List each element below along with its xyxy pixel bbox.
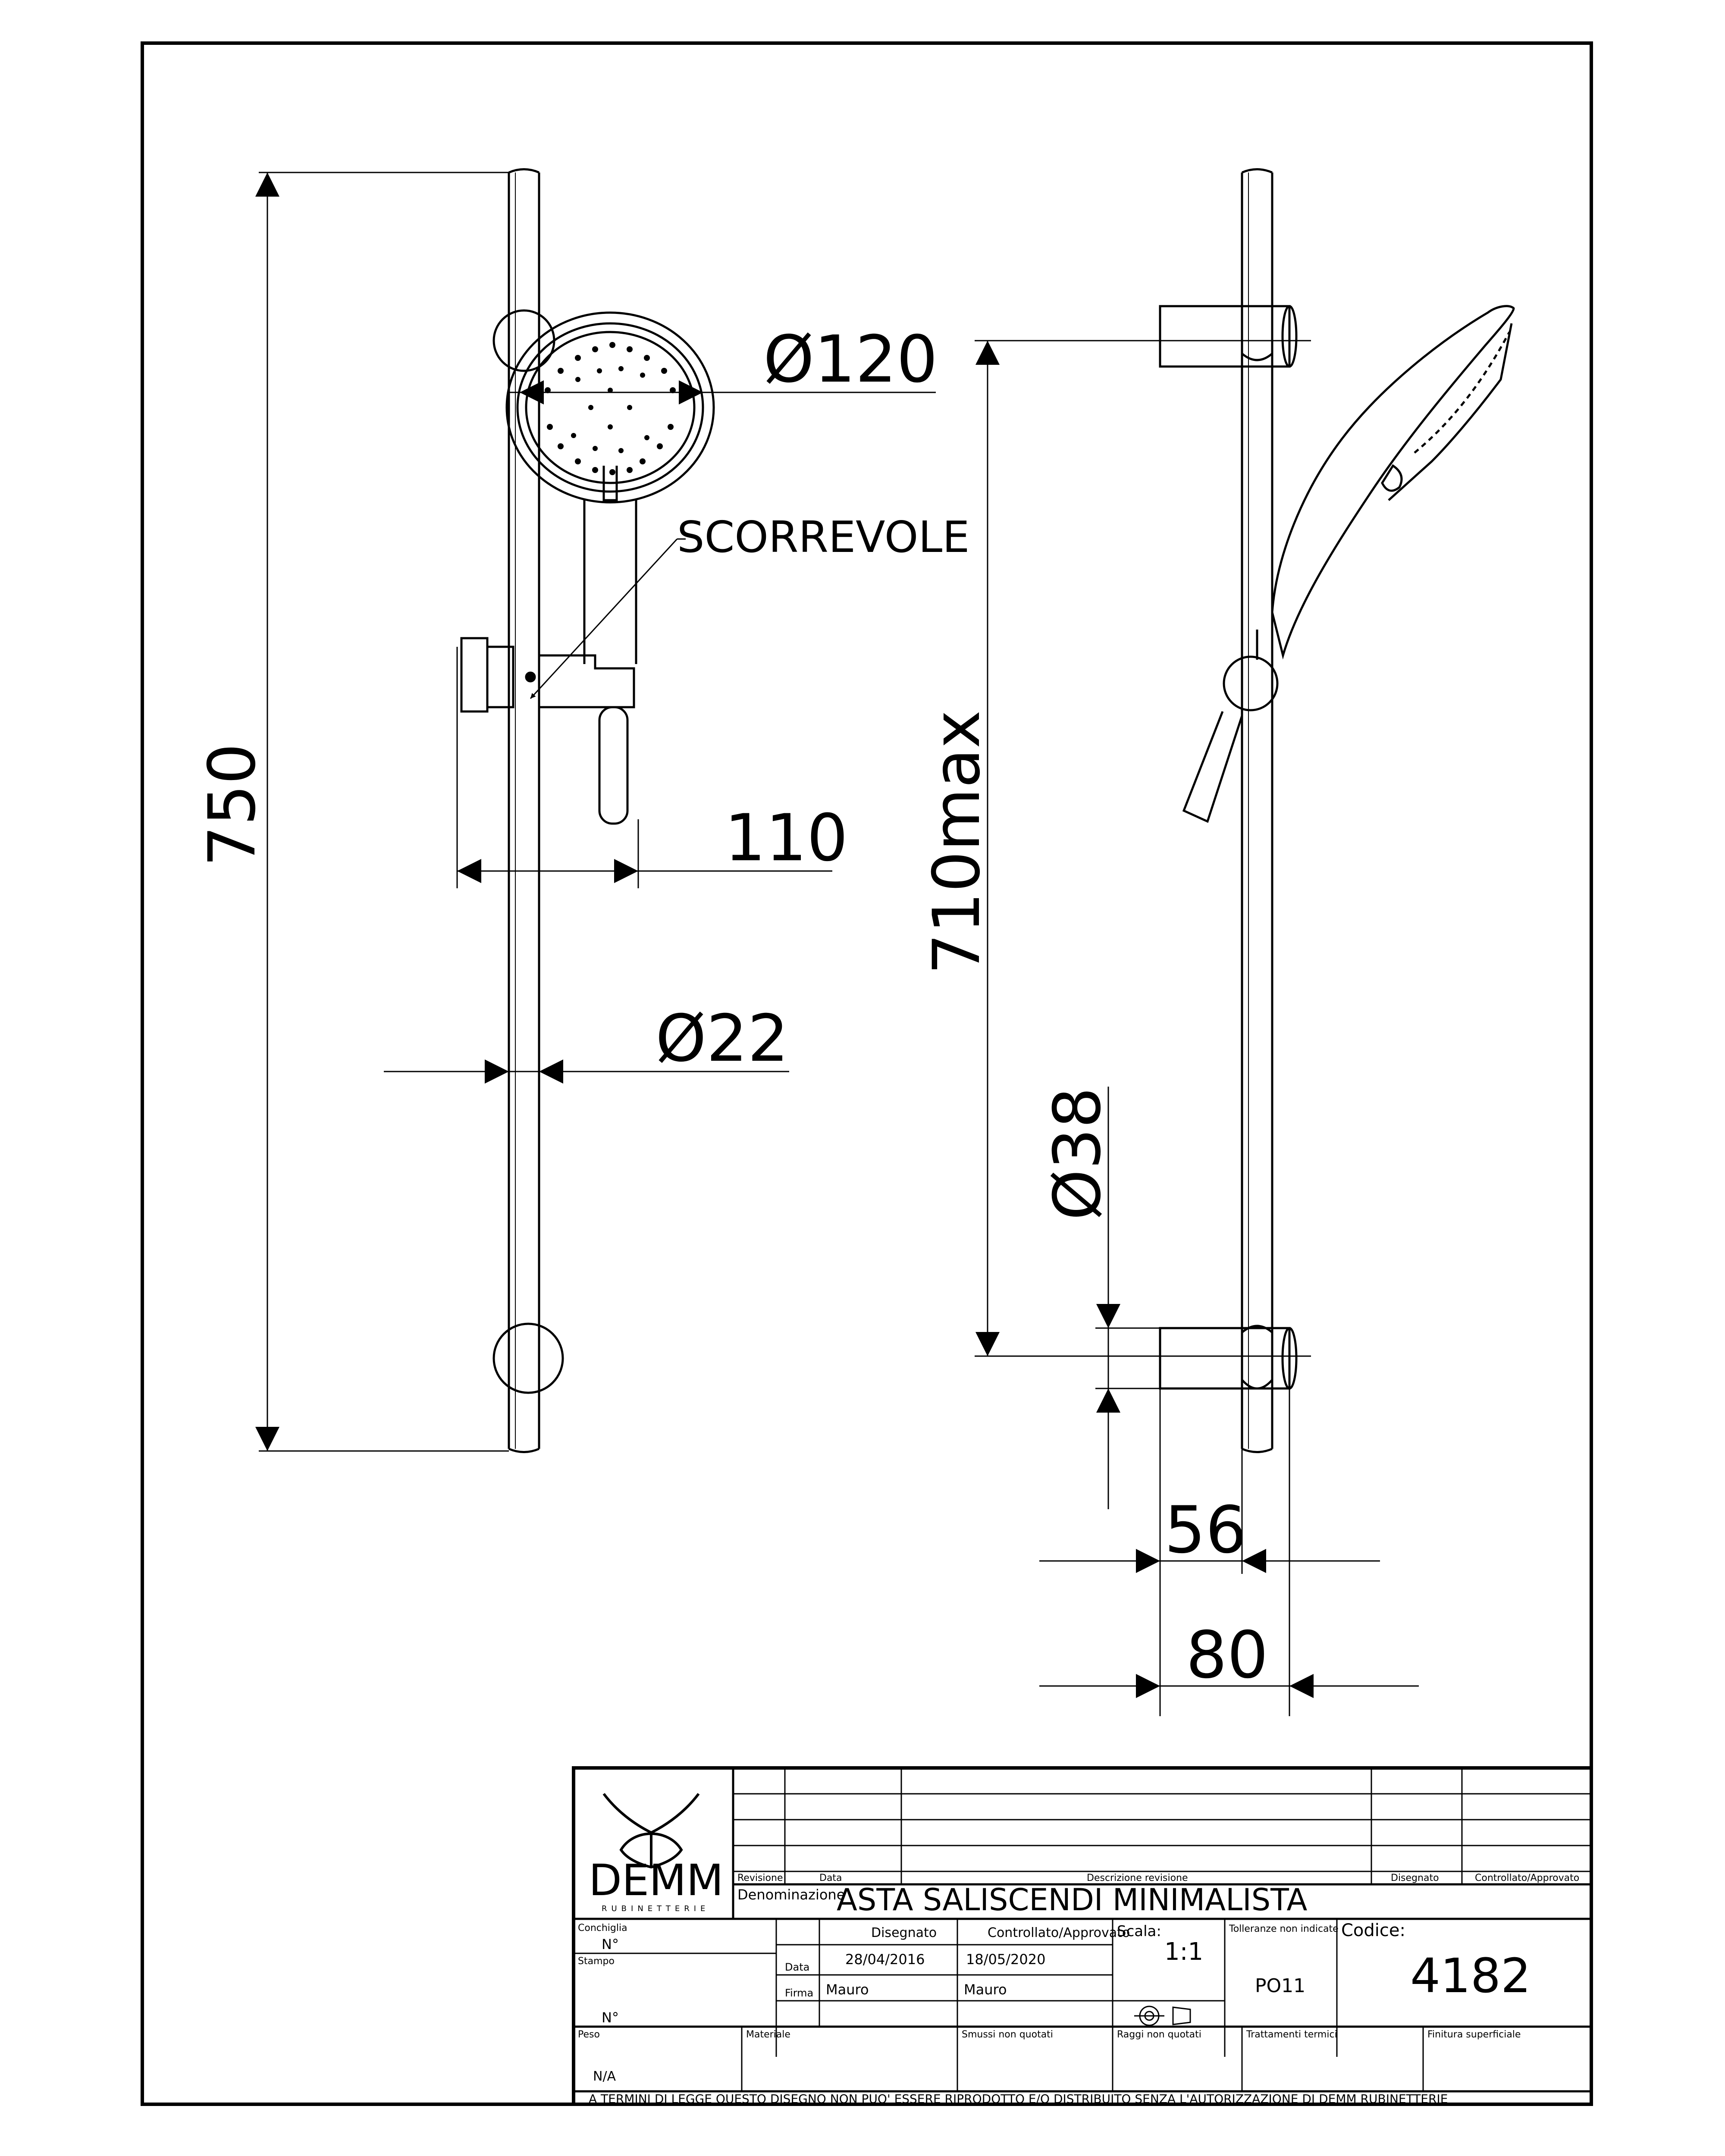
dim-label-dia-head: Ø120	[763, 322, 938, 397]
shower-head-front	[505, 311, 715, 504]
dim-label-total-length: 750	[195, 743, 270, 867]
smussi-label: Smussi non quotati	[962, 2029, 1053, 2040]
dim-label-depth-outer: 80	[1186, 1618, 1268, 1693]
side-bottom-holder	[1159, 1325, 1298, 1390]
controllato-label: Controllato/Approvato	[988, 1925, 1130, 1940]
materiale-label: Materiale	[746, 2029, 790, 2040]
dim-label-sliding: SCORREVOLE	[677, 512, 969, 562]
dim-label-dia-holder: Ø38	[1040, 1087, 1115, 1220]
trattamenti-label: Trattamenti termici	[1246, 2029, 1337, 2040]
rev-header-descrizione: Descrizione revisione	[1087, 1873, 1188, 1883]
revision-table	[733, 1768, 1591, 1886]
rev-header-revisione: Revisione	[737, 1873, 783, 1883]
scala-label: Scala:	[1117, 1923, 1161, 1940]
firma-label: Firma	[785, 1987, 813, 1999]
codice-label: Codice:	[1341, 1921, 1405, 1940]
logo-text: DEMM	[589, 1855, 724, 1905]
tolleranze-value: PO11	[1255, 1975, 1305, 1997]
handle-front	[583, 466, 637, 664]
dim-label-max-length: 710max	[919, 710, 994, 975]
peso-label: Peso	[578, 2029, 600, 2040]
slider-front	[460, 637, 635, 825]
dim-label-offset: 110	[724, 801, 848, 876]
front-bar	[508, 168, 540, 1453]
data-disegnato: 28/04/2016	[845, 1951, 925, 1968]
denominazione-label: Denominazione	[737, 1887, 845, 1903]
rev-header-disegnato: Disegnato	[1391, 1873, 1439, 1883]
side-top-holder	[1159, 305, 1298, 368]
rev-header-data: Data	[819, 1873, 842, 1883]
info-grid	[574, 1919, 1591, 2093]
side-dimensions	[975, 340, 1419, 1716]
data-controllato: 18/05/2020	[966, 1951, 1045, 1968]
front-dimensions	[255, 172, 936, 1452]
dim-label-depth-inner: 56	[1164, 1493, 1247, 1568]
shower-head-side	[1271, 305, 1515, 660]
data-label: Data	[785, 1961, 809, 1973]
sliding-leader	[530, 538, 678, 699]
conchiglia-label: Conchiglia	[578, 1923, 627, 1934]
denominazione-value: ASTA SALISCENDI MINIMALISTA	[837, 1882, 1307, 1918]
side-slider	[1182, 630, 1279, 823]
spray-nozzles	[545, 342, 676, 475]
rev-header-controllato: Controllato/Approvato	[1475, 1873, 1579, 1883]
demm-logo-icon	[602, 1793, 700, 1869]
side-bar	[1241, 168, 1273, 1453]
projection-symbol-icon	[1134, 2006, 1191, 2026]
stampo-value: N°	[602, 2009, 619, 2026]
finitura-label: Finitura superficiale	[1427, 2029, 1521, 2040]
conchiglia-value: N°	[602, 1936, 619, 1952]
codice-value: 4182	[1410, 1948, 1531, 2003]
scala-value: 1:1	[1164, 1938, 1203, 1966]
top-bracket	[492, 309, 555, 372]
raggi-label: Raggi non quotati	[1117, 2029, 1201, 2040]
dim-label-dia-bar: Ø22	[656, 1001, 789, 1076]
firma-disegnato: Mauro	[826, 1981, 869, 1998]
tolleranze-label: Tolleranze non indicate	[1229, 1924, 1339, 1934]
firma-controllato: Mauro	[964, 1981, 1007, 1998]
peso-value: N/A	[593, 2069, 616, 2084]
disegnato-label: Disegnato	[871, 1925, 937, 1940]
side-view	[1159, 168, 1515, 1453]
logo-tagline: RUBINETTERIE	[602, 1904, 709, 1913]
stampo-label: Stampo	[578, 1956, 615, 1967]
front-view	[460, 168, 715, 1453]
title-block	[572, 1766, 1593, 2106]
legal-footer: A TERMINI DI LEGGE QUESTO DISEGNO NON PU…	[589, 2092, 1448, 2106]
bottom-bracket	[492, 1322, 564, 1394]
